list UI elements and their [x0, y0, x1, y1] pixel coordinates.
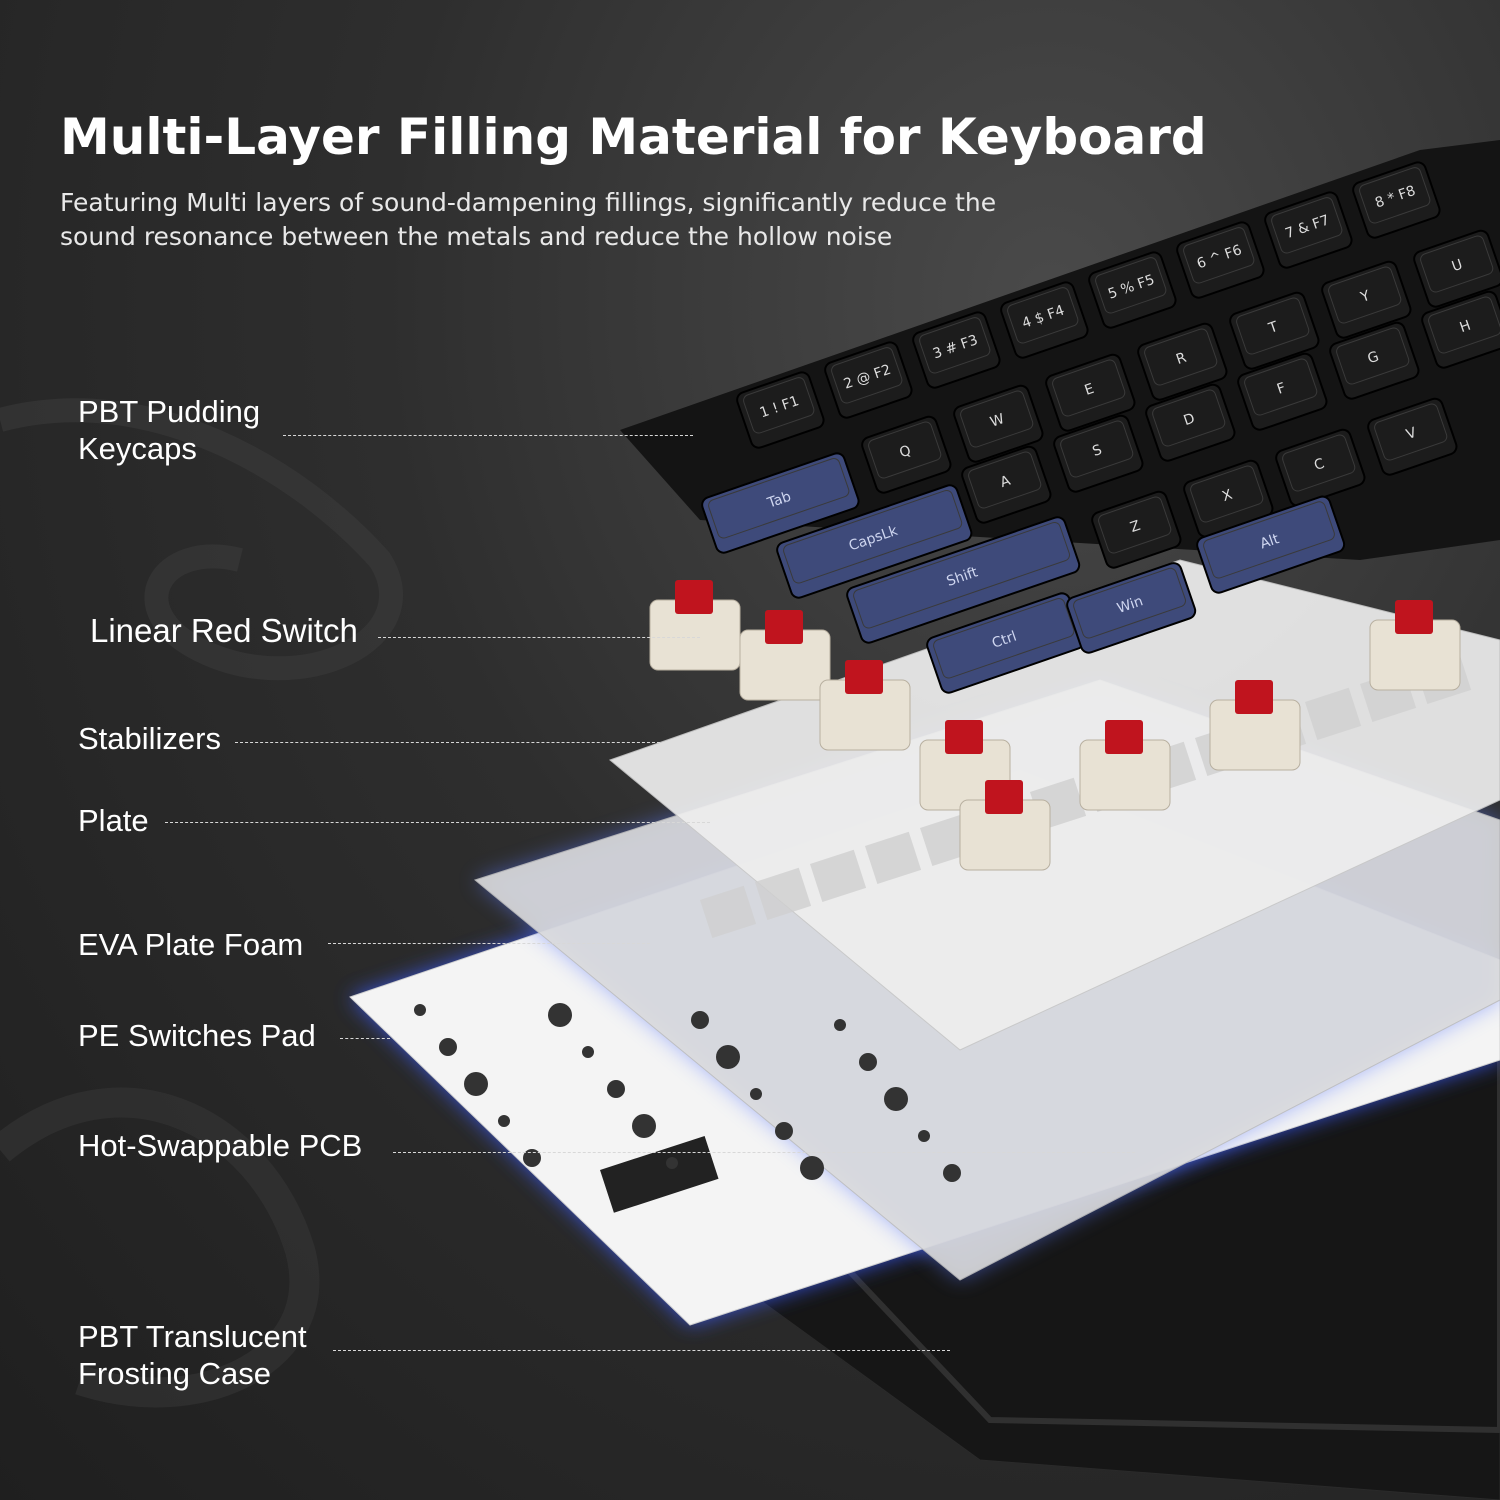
- pcb-hole: [548, 1003, 572, 1027]
- pcb-hole: [439, 1038, 457, 1056]
- keycap: R: [1137, 322, 1228, 401]
- keycap-legend: Ctrl: [990, 629, 1019, 652]
- label-line: PBT Pudding: [78, 394, 261, 429]
- leader-line-pad: [340, 1038, 390, 1039]
- keycap-legend: Alt: [1258, 531, 1282, 552]
- keycap: Alt: [1196, 495, 1346, 594]
- pcb-hole: [884, 1087, 908, 1111]
- keycap: Q: [861, 415, 952, 494]
- keycap: 2 @ F2: [824, 341, 913, 419]
- keycap-legend: Q: [898, 443, 914, 462]
- pcb-hole: [464, 1072, 488, 1096]
- keycap-legend: D: [1182, 411, 1197, 430]
- pcb-hole: [918, 1130, 930, 1142]
- pcb-hole: [582, 1046, 594, 1058]
- keycap: 8 * F8: [1352, 161, 1441, 239]
- label-line: PBT Translucent: [78, 1319, 307, 1354]
- label-red-switch: Linear Red Switch: [90, 612, 358, 649]
- red-switch: [649, 580, 741, 671]
- keycap: H: [1421, 290, 1500, 369]
- keycap: 3 # F3: [912, 311, 1001, 389]
- pcb-hole: [691, 1011, 709, 1029]
- keycap: 5 % F5: [1088, 251, 1177, 329]
- keycap: G: [1329, 321, 1420, 400]
- keycap: 6 ^ F6: [1176, 221, 1265, 299]
- label-pe-pad: PE Switches Pad: [78, 1018, 316, 1053]
- red-switch: [1369, 600, 1461, 691]
- pcb-hole: [498, 1115, 510, 1127]
- leader-line-case: [333, 1350, 950, 1351]
- leader-line-stabilizers: [235, 742, 660, 743]
- keycap-legend: H: [1458, 318, 1473, 337]
- keycap: Shift: [846, 516, 1081, 644]
- pcb-hole: [666, 1157, 678, 1169]
- leader-line-keycaps: [283, 435, 693, 436]
- red-switch: [1079, 720, 1171, 811]
- pcb-hole: [607, 1080, 625, 1098]
- keycap: 4 $ F4: [1000, 281, 1089, 359]
- pcb-hole: [775, 1122, 793, 1140]
- red-switch: [1209, 680, 1301, 771]
- pcb-hole: [716, 1045, 740, 1069]
- keycap: CapsLk: [776, 484, 973, 599]
- plate-switch-cutout: [809, 849, 867, 903]
- pcb-hole: [834, 1019, 846, 1031]
- leader-line-pcb: [393, 1152, 1135, 1153]
- keycap: Win: [1066, 562, 1197, 654]
- keycap-legend: W: [988, 411, 1006, 431]
- label-plate: Plate: [78, 803, 149, 838]
- pcb-cutout: [600, 1136, 719, 1213]
- keycap-legend: Tab: [765, 489, 794, 512]
- keycap-legend: U: [1450, 257, 1465, 275]
- keycap: E: [1045, 353, 1136, 432]
- keycap: U: [1413, 229, 1500, 308]
- keycap: Y: [1321, 260, 1412, 339]
- keycap: F: [1237, 352, 1328, 431]
- pcb-hole: [632, 1114, 656, 1138]
- pcb-hole: [750, 1088, 762, 1100]
- leader-line-foam: [328, 943, 650, 944]
- label-pcb: Hot-Swappable PCB: [78, 1128, 363, 1163]
- pcb-hole: [523, 1149, 541, 1167]
- wave-decoration: [0, 398, 404, 681]
- keycap-legend: G: [1366, 349, 1381, 368]
- red-switch: [739, 610, 831, 701]
- page-subtitle: Featuring Multi layers of sound-dampenin…: [60, 188, 997, 251]
- keycap: Tab: [701, 452, 860, 554]
- label-line: Keycaps: [78, 431, 197, 466]
- page-title: Multi-Layer Filling Material for Keyboar…: [60, 108, 1207, 166]
- plate-switch-cutout: [755, 867, 812, 921]
- pcb-hole: [414, 1004, 426, 1016]
- keycap: S: [1053, 414, 1144, 493]
- pcb-hole: [943, 1164, 961, 1182]
- keycap: 1 ! F1: [736, 371, 825, 449]
- label-eva-foam: EVA Plate Foam: [78, 927, 304, 962]
- keycap: A: [961, 445, 1052, 524]
- wave-decoration: [0, 1087, 320, 1408]
- leader-line-switch: [378, 637, 700, 638]
- red-switch: [819, 660, 911, 751]
- keycap: T: [1229, 291, 1320, 370]
- plate-switch-cutout: [865, 831, 922, 885]
- label-line: Frosting Case: [78, 1356, 271, 1391]
- keycap: W: [953, 384, 1044, 463]
- pcb-hole: [859, 1053, 877, 1071]
- keycap: D: [1145, 383, 1236, 462]
- plate-switch-cutout: [700, 885, 757, 939]
- keycap: X: [1183, 459, 1274, 538]
- pcb-hole: [800, 1156, 824, 1180]
- leader-line-plate: [165, 822, 710, 823]
- keycap: C: [1275, 428, 1366, 507]
- label-stabilizers: Stabilizers: [78, 721, 221, 756]
- keycap: 7 & F7: [1264, 191, 1353, 269]
- plate-switch-cutout: [1305, 687, 1362, 741]
- keycap: V: [1367, 397, 1458, 476]
- red-switch: [959, 780, 1051, 871]
- keycap: Z: [1091, 490, 1182, 569]
